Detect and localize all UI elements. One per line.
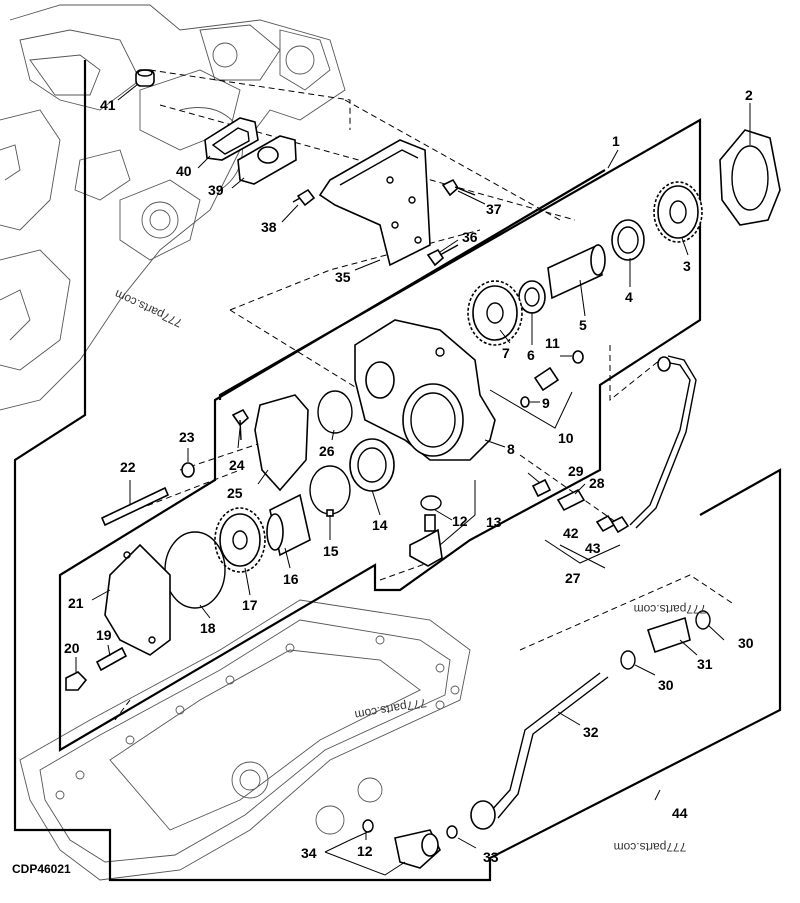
part-5-sleeve xyxy=(547,243,606,300)
callout-34: 34 xyxy=(301,845,317,861)
part-32-tube xyxy=(470,672,609,830)
callout-37: 37 xyxy=(486,201,502,217)
part-28-fitting xyxy=(556,488,586,512)
callout-23: 23 xyxy=(179,429,195,445)
part-36-bolt xyxy=(426,244,459,267)
callout-17: 17 xyxy=(242,597,258,613)
callout-15: 15 xyxy=(323,543,339,559)
callout-36: 36 xyxy=(462,229,478,245)
part-30-clamp-lower xyxy=(620,650,636,670)
callout-24: 24 xyxy=(229,457,245,473)
callout-25: 25 xyxy=(227,485,243,501)
part-40-gasket xyxy=(204,117,259,161)
part-42-43-fittings xyxy=(595,514,630,534)
callout-28: 28 xyxy=(589,475,605,491)
part-6-ring xyxy=(518,280,546,314)
part-20-nut xyxy=(65,671,88,691)
callout-2: 2 xyxy=(745,87,753,103)
part-11-plug xyxy=(572,350,584,364)
part-21-cover xyxy=(104,543,171,656)
part-35-bracket xyxy=(318,139,431,267)
part-37-bolt xyxy=(441,178,476,197)
part-12-oring xyxy=(420,495,442,511)
callout-27: 27 xyxy=(565,570,581,586)
part-34-elbow xyxy=(394,829,441,869)
part-15-snapring xyxy=(309,465,351,517)
callout-10: 10 xyxy=(558,430,574,446)
part-13-elbow xyxy=(409,514,443,567)
inner-frame xyxy=(58,118,702,752)
callout-38: 38 xyxy=(261,219,277,235)
callout-4: 4 xyxy=(625,289,633,305)
watermark-4: 777parts.com xyxy=(614,840,687,854)
part-19-stud xyxy=(95,646,128,672)
callout-12-lower: 12 xyxy=(357,843,373,859)
callout-5: 5 xyxy=(579,317,587,333)
part-31-hose xyxy=(646,616,691,654)
callout-44: 44 xyxy=(672,805,688,821)
part-25-gasket xyxy=(254,394,309,492)
part-8-housing xyxy=(354,319,496,461)
callout-43: 43 xyxy=(585,540,601,556)
part-38-bolt xyxy=(292,188,316,207)
callout-31: 31 xyxy=(697,656,713,672)
callout-35: 35 xyxy=(335,269,351,285)
drawing-code: CDP46021 xyxy=(12,862,71,876)
callout-6: 6 xyxy=(527,347,535,363)
part-41-nut xyxy=(135,69,155,87)
watermark-2: 777parts.com xyxy=(634,602,707,616)
outer-frame xyxy=(13,60,782,882)
part-3-gear xyxy=(653,181,703,243)
callout-12-upper: 12 xyxy=(452,513,468,529)
part-4-bearing xyxy=(611,219,645,261)
watermark-3: 777parts.com xyxy=(354,696,428,722)
callout-41: 41 xyxy=(100,97,116,113)
part-33-oring xyxy=(446,825,458,839)
callout-39: 39 xyxy=(208,182,224,198)
part-10-valve xyxy=(533,366,560,392)
part-2-gasket xyxy=(719,129,781,226)
part-29-fitting xyxy=(531,478,552,498)
part-18-oring xyxy=(164,531,226,609)
callout-40: 40 xyxy=(176,163,192,179)
part-9-washer xyxy=(520,396,530,408)
callout-9: 9 xyxy=(542,395,550,411)
part-14-bearing xyxy=(349,438,395,492)
callout-14: 14 xyxy=(372,517,388,533)
callout-20: 20 xyxy=(64,640,80,656)
callout-labels: 1 2 3 4 5 6 7 8 9 10 11 12 12 13 14 15 1… xyxy=(64,87,754,865)
oil-pan-background xyxy=(19,599,471,881)
part-23-washer xyxy=(181,462,195,478)
callout-42: 42 xyxy=(563,525,579,541)
callout-21: 21 xyxy=(68,595,84,611)
callout-16: 16 xyxy=(283,571,299,587)
callout-33: 33 xyxy=(483,849,499,865)
callout-29: 29 xyxy=(568,463,584,479)
part-30-clamp-upper xyxy=(695,610,711,630)
part-22-stud xyxy=(100,486,170,527)
callout-11: 11 xyxy=(545,335,560,351)
part-16-sleeve xyxy=(266,493,311,557)
leader-lines xyxy=(75,83,751,876)
part-39-flange xyxy=(237,135,297,185)
callout-3: 3 xyxy=(683,258,691,274)
callout-19: 19 xyxy=(96,627,112,643)
watermark-1: 777parts.com xyxy=(112,287,184,330)
callout-30-lower: 30 xyxy=(658,677,674,693)
callout-7: 7 xyxy=(502,345,510,361)
part-26-oring xyxy=(317,390,353,434)
callout-13: 13 xyxy=(486,514,502,530)
callout-32: 32 xyxy=(583,724,599,740)
part-27-tube xyxy=(629,355,697,529)
callout-1: 1 xyxy=(612,133,620,149)
callout-22: 22 xyxy=(120,459,136,475)
callout-8: 8 xyxy=(507,441,515,457)
callout-26: 26 xyxy=(319,443,335,459)
part-7-gear xyxy=(467,280,523,346)
part-24-bolt xyxy=(231,408,250,441)
callout-30-upper: 30 xyxy=(738,635,754,651)
callout-18: 18 xyxy=(200,620,216,636)
part-17-gear xyxy=(214,507,266,573)
